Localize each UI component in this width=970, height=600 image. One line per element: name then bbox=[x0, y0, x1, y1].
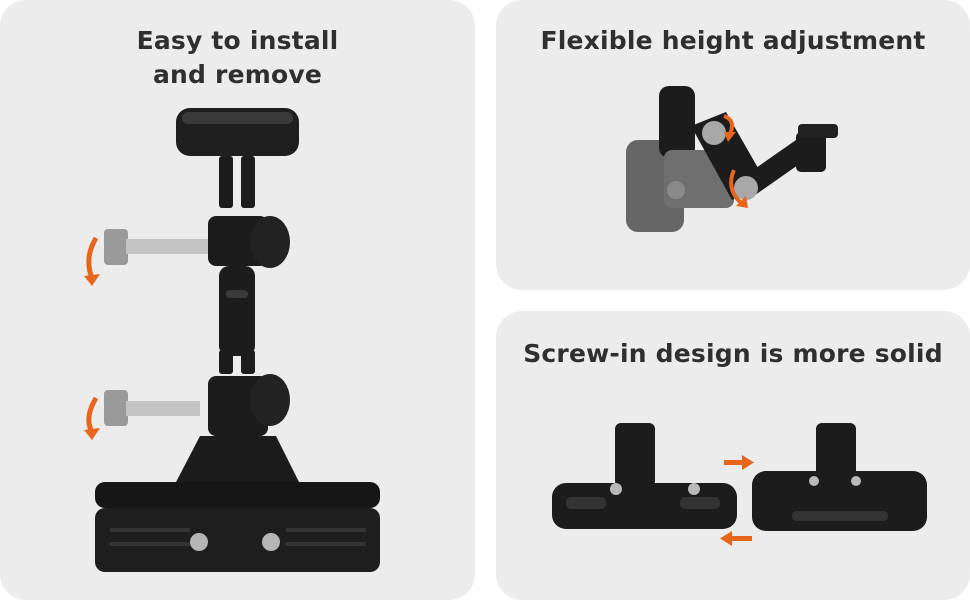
panel-screw-in-design: Screw-in design is more solid bbox=[496, 311, 970, 600]
panel-title: Screw-in design is more solid bbox=[523, 339, 943, 368]
panel-title: Easy to install and remove bbox=[0, 24, 475, 92]
panel-height-adjustment: Flexible height adjustment bbox=[496, 0, 970, 290]
direction-arrow-icon bbox=[724, 455, 754, 470]
adjustable-arm-illustration bbox=[626, 86, 838, 232]
mount-exploded-illustration bbox=[84, 108, 380, 572]
base-mount bbox=[95, 374, 380, 572]
lower-thumb-screw bbox=[104, 390, 200, 426]
base-unit-left bbox=[552, 423, 737, 529]
base-unit-right bbox=[752, 423, 927, 531]
extension-arm bbox=[208, 216, 290, 374]
screw-in-base-illustration bbox=[552, 423, 927, 546]
rotate-arrow-icon bbox=[723, 114, 736, 142]
panel-title: Flexible height adjustment bbox=[540, 26, 926, 55]
rotate-arrow-icon bbox=[84, 396, 100, 440]
rotate-arrow-icon bbox=[729, 169, 748, 208]
panel-easy-install: Easy to install and remove bbox=[0, 0, 475, 600]
title-line-2: and remove bbox=[152, 60, 323, 89]
upper-thumb-screw bbox=[104, 229, 208, 265]
round-adapter bbox=[176, 108, 299, 208]
direction-arrow-icon bbox=[720, 531, 752, 546]
title-line-1: Easy to install bbox=[136, 26, 339, 55]
rotate-arrow-icon bbox=[84, 236, 100, 286]
